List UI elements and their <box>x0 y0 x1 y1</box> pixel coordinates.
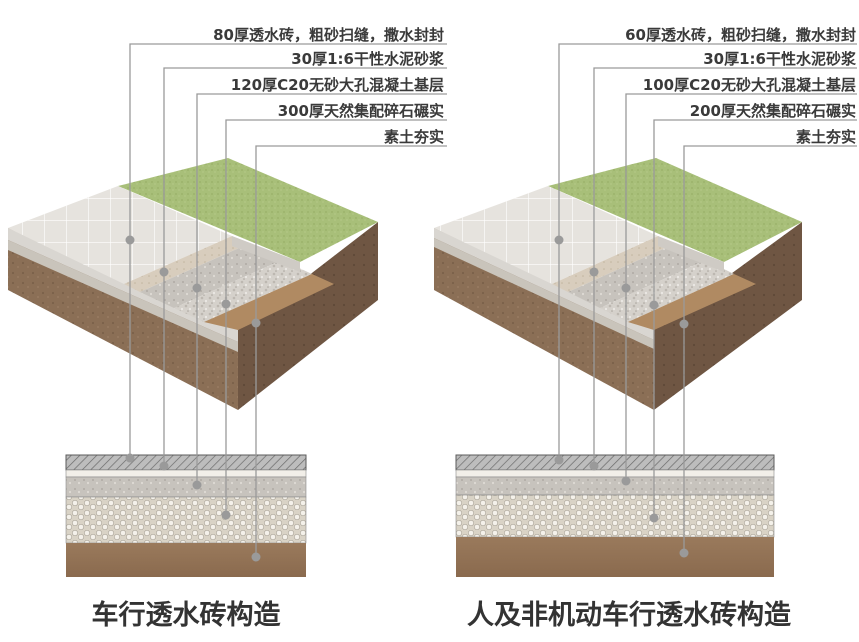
left-dot-1-top <box>125 235 135 245</box>
left-label-soil: 素土夯实 <box>384 128 444 146</box>
right-label-soil: 素土夯实 <box>796 128 856 146</box>
left-section-soil-layer <box>66 543 306 577</box>
left-leader-1 <box>129 43 447 458</box>
left-section-stone-layer <box>65 496 307 544</box>
right-block-right-face <box>654 222 802 410</box>
left-front-paver-strip <box>8 228 238 342</box>
left-concrete-top <box>140 244 282 308</box>
left-section-concrete-layer <box>65 476 307 498</box>
left-block-right-face <box>238 222 378 410</box>
left-soil-top <box>204 274 334 330</box>
right-leader-4 <box>653 119 857 518</box>
left-curb <box>232 236 300 272</box>
right-soil-top <box>628 274 756 330</box>
right-label-gravel: 200厚天然集配碎石碾实 <box>690 102 856 120</box>
right-block-front-face <box>434 228 654 410</box>
right-section-paver-layer <box>455 454 775 471</box>
left-front-gravel-strip <box>8 240 238 352</box>
right-dot-5-top <box>679 319 689 329</box>
right-caption: 人及非机动车行透水砖构造 <box>467 599 791 631</box>
right-label-paver: 60厚透水砖，粗砂扫缝，撒水封封 <box>625 26 856 44</box>
right-dot-1-bot <box>554 455 564 465</box>
right-front-gravel-strip <box>434 238 654 349</box>
left-labels: 80厚透水砖，粗砂扫缝，撒水封封 30厚1:6干性水泥砂浆 120厚C20无砂大… <box>213 26 445 146</box>
left-dot-3-top <box>192 283 202 293</box>
right-dot-5-bot <box>679 548 689 558</box>
left-leader-3 <box>196 93 447 485</box>
left-gravel-top <box>174 260 312 322</box>
left-dot-2-bot <box>159 461 169 471</box>
left-dot-4-top <box>221 299 231 309</box>
left-dot-3-bot <box>192 480 202 490</box>
left-callout-dots <box>125 235 261 562</box>
right-dot-2-top <box>589 267 599 277</box>
right-section-stone-layer <box>455 494 775 538</box>
left-dot-5-top <box>251 318 261 328</box>
left-dot-4-bot <box>221 510 231 520</box>
left-caption: 车行透水砖构造 <box>92 599 281 631</box>
right-section <box>455 454 775 577</box>
left-section-mortar-layer <box>65 469 307 478</box>
right-callout-dots <box>554 235 689 558</box>
left-grass-top <box>118 158 378 262</box>
right-curb <box>658 236 724 272</box>
right-dot-3-bot <box>621 476 631 486</box>
right-dot-4-top <box>649 300 659 310</box>
left-dot-2-top <box>159 267 169 277</box>
left-dot-1-bot <box>125 453 135 463</box>
right-paver-top <box>434 186 658 284</box>
left-label-mortar: 30厚1:6干性水泥砂浆 <box>291 50 445 68</box>
right-dot-2-bot <box>589 461 599 471</box>
right-leader-3 <box>625 93 857 481</box>
right-section-mortar-layer <box>455 469 775 478</box>
right-grass-top <box>548 158 802 262</box>
right-callouts <box>558 43 857 553</box>
right-dot-4-bot <box>649 513 659 523</box>
left-paver-top <box>8 186 232 284</box>
right-section-concrete-layer <box>455 476 775 496</box>
left-label-paver: 80厚透水砖，粗砂扫缝，撒水封封 <box>213 26 444 44</box>
left-label-concrete: 120厚C20无砂大孔混凝土基层 <box>231 76 444 94</box>
right-leader-1 <box>558 43 857 460</box>
left-leader-4 <box>225 119 447 515</box>
right-section-soil-layer <box>456 537 774 577</box>
right-dot-3-top <box>621 283 631 293</box>
left-label-gravel: 300厚天然集配碎石碾实 <box>278 102 444 120</box>
left-leader-2 <box>163 67 447 466</box>
left-section <box>65 454 307 577</box>
right-mortar-top <box>552 236 674 292</box>
right-gravel-top <box>600 260 734 322</box>
left-section-paver-layer <box>65 454 307 471</box>
right-label-mortar: 30厚1:6干性水泥砂浆 <box>703 50 857 68</box>
right-leader-2 <box>593 67 857 466</box>
left-mortar-top <box>124 236 248 292</box>
left-callouts <box>129 43 447 557</box>
right-labels: 60厚透水砖，粗砂扫缝，撒水封封 30厚1:6干性水泥砂浆 100厚C20无砂大… <box>625 26 857 146</box>
right-leader-5 <box>683 145 857 553</box>
left-iso-block <box>8 158 378 410</box>
left-leader-5 <box>255 145 447 557</box>
right-front-paver-strip <box>434 228 654 340</box>
right-dot-1-top <box>554 235 564 245</box>
right-iso-block <box>434 158 802 410</box>
left-dot-5-bot <box>251 552 261 562</box>
right-concrete-top <box>568 244 706 308</box>
right-label-concrete: 100厚C20无砂大孔混凝土基层 <box>643 76 856 94</box>
